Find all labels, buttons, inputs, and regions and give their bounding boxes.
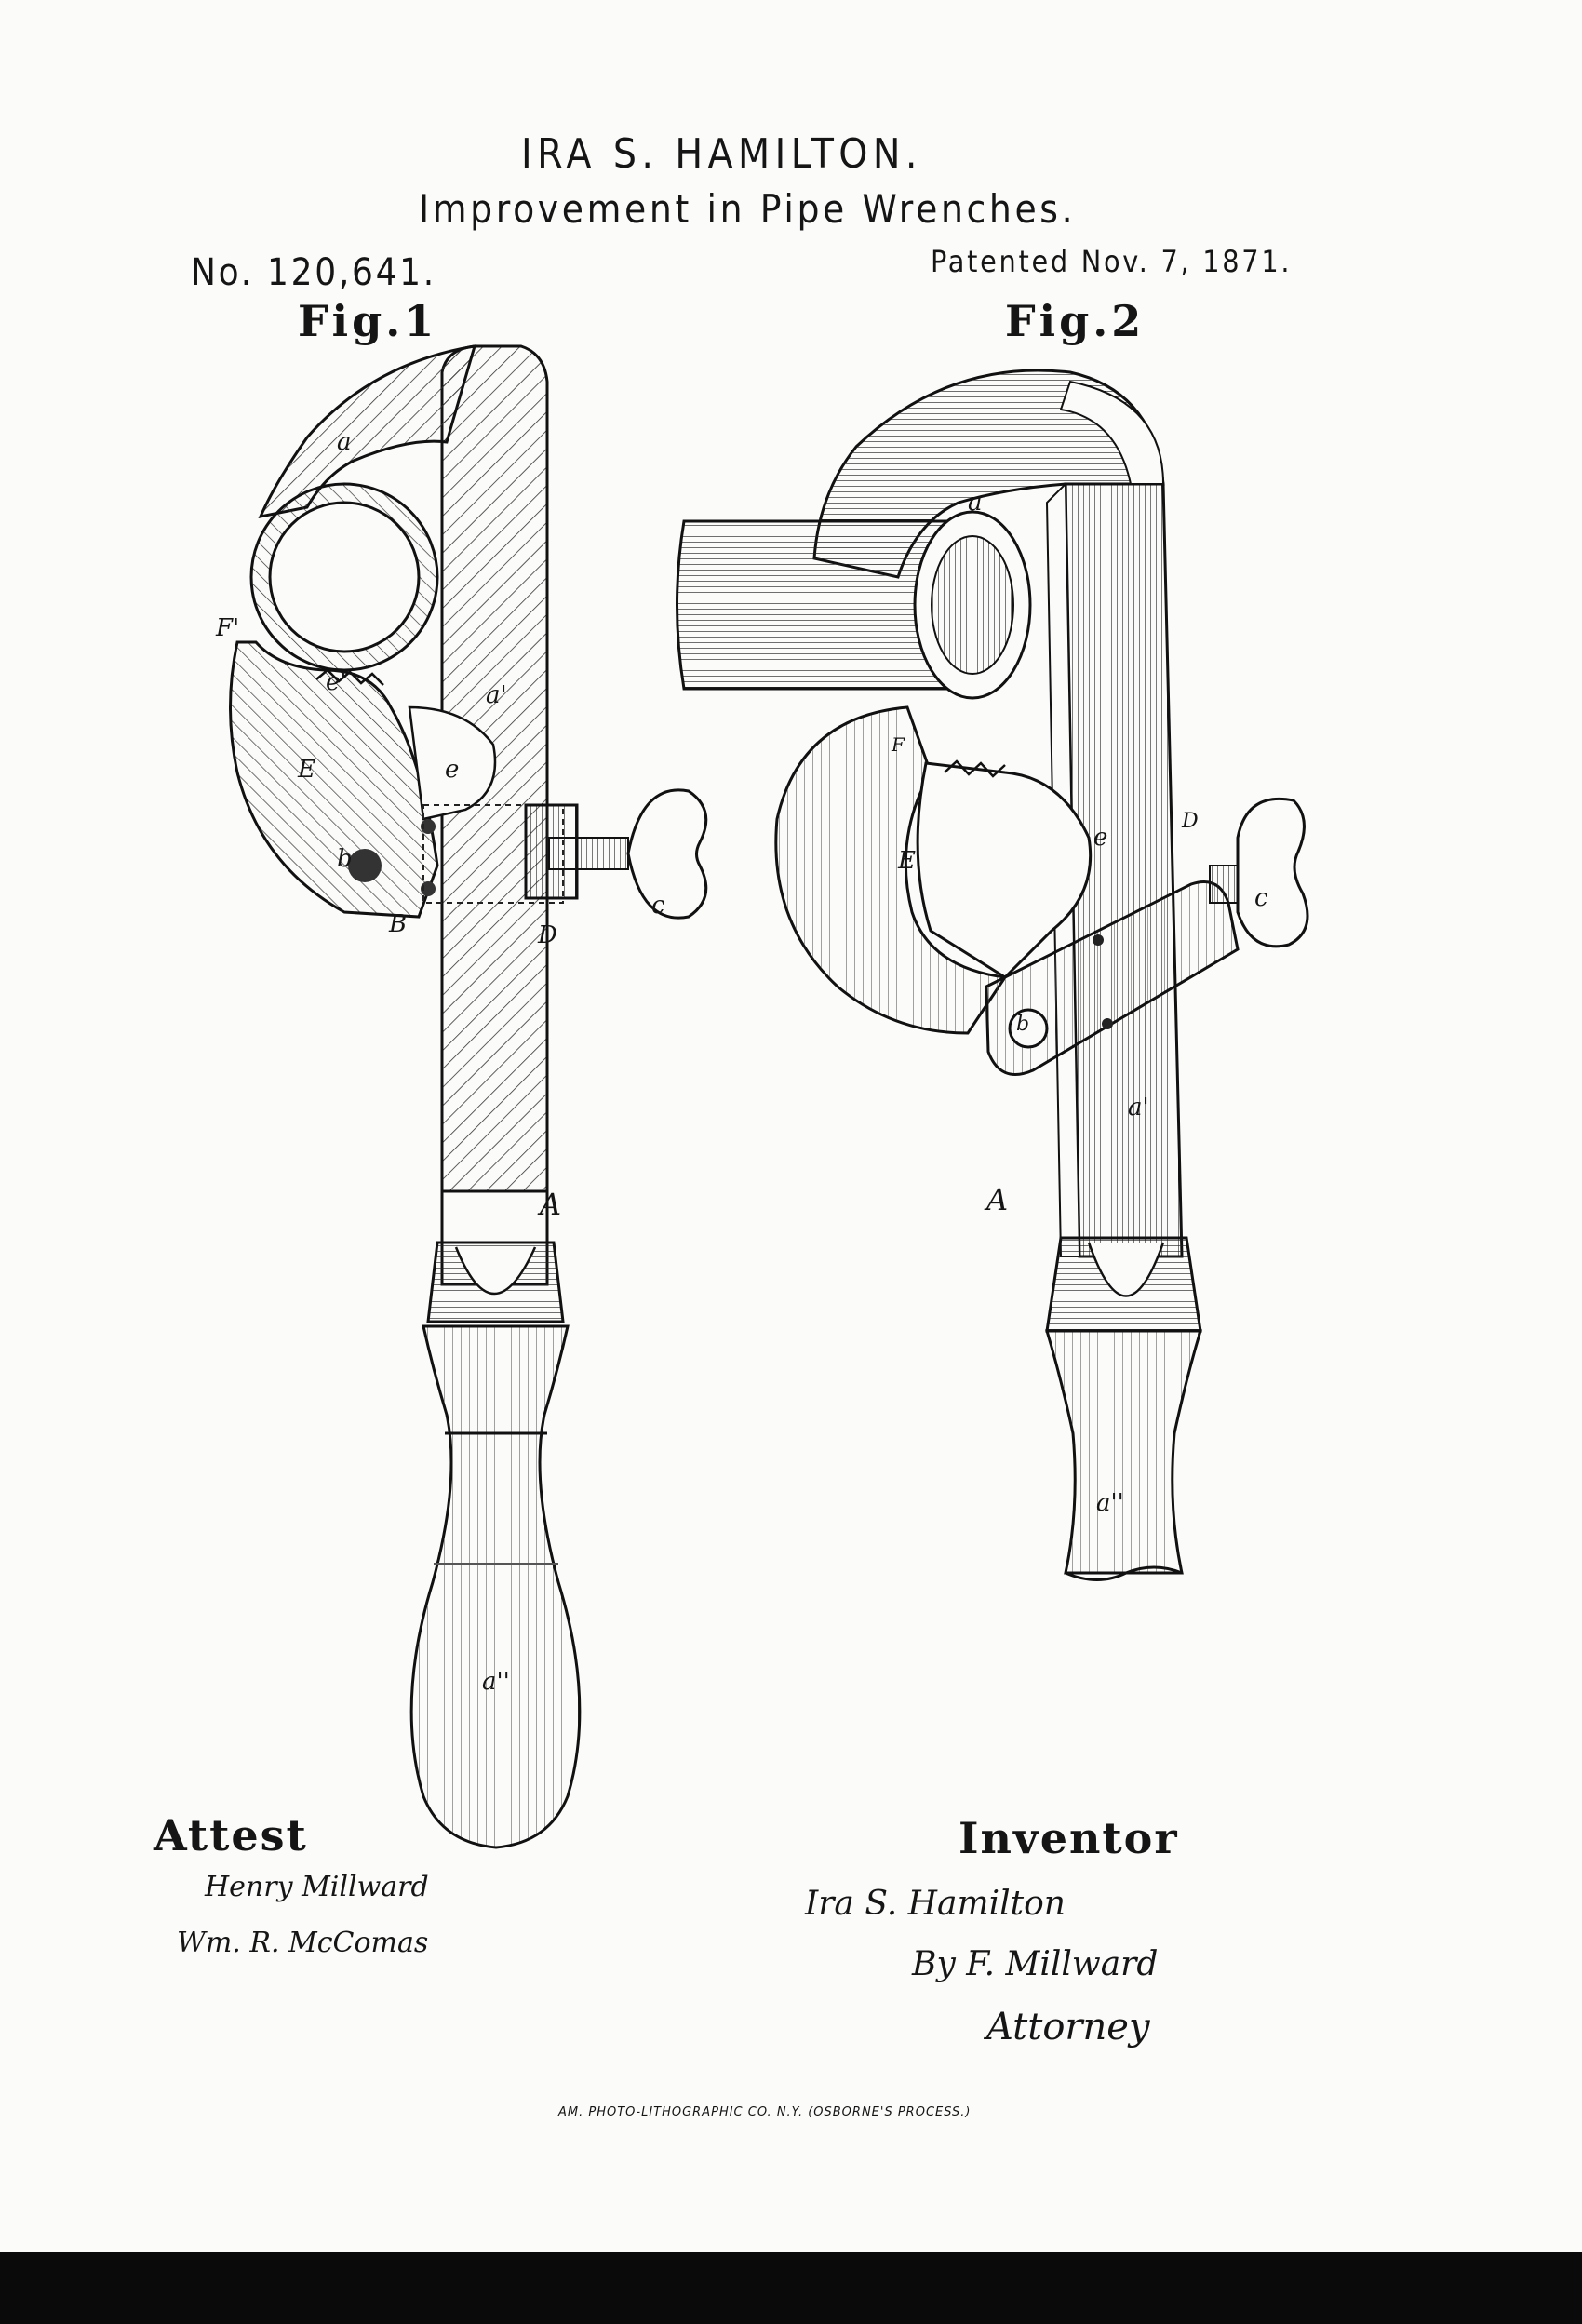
fig2-teeth [944,759,1006,778]
fig1-ref: b [337,845,353,873]
patent-title: Improvement in Pipe Wrenches. [419,186,1077,232]
fig1-thumb-screw [626,788,708,920]
fig2-label: Fig.2 [1005,296,1146,346]
fig1-ref: c [651,892,665,920]
fig1-ref: e [445,756,460,784]
fig2-ref: a'' [1096,1489,1124,1517]
fig1-pawl [408,705,497,821]
attorney-line: Attorney [986,2006,1150,2049]
fig1-pivot-b [348,849,382,882]
fig1-drawing [229,344,708,1849]
fig1-upper-jaw [258,344,477,519]
inventor-name: IRA S. HAMILTON. [521,130,922,178]
fig2-pivot-b [1008,1008,1049,1049]
fig1-handle [409,1324,582,1849]
witness-signature-1: Henry Millward [205,1871,429,1903]
attorney-by-line: By F. Millward [912,1945,1159,1983]
fig2-ref: a' [1128,1094,1149,1122]
fig2-ref: c [1254,884,1268,912]
attest-label: Attest [154,1810,308,1861]
fig1-ref: a' [486,681,507,709]
fig2-ref: A [986,1182,1009,1217]
fig2-ref: b [1016,1013,1030,1036]
fig1-pipe-bore [268,501,421,653]
inventor-label: Inventor [959,1813,1179,1863]
fig1-ref: E [298,756,315,784]
fig2-lower-jaw [774,705,1008,1035]
fig1-teeth [315,668,384,686]
fig2-handle [1044,1329,1203,1575]
witness-signature-2: Wm. R. McComas [177,1927,429,1959]
fig1-ferrule-tip [454,1246,537,1296]
scan-border [0,2252,1582,2324]
fig2-ref: e [1093,824,1108,852]
fig1-ref: D [538,921,557,949]
fig1-ref: e' [326,668,347,696]
fig1-screw [548,837,629,870]
fig2-jaw-face [916,761,1093,979]
fig2-drawing [676,369,1309,1581]
patent-date: Patented Nov. 7, 1871. [931,244,1293,279]
fig2-pipe [676,519,970,691]
fig2-pipe-bore [931,535,1014,675]
fig2-ref: F [892,733,905,756]
fig1-ref: a [337,428,352,456]
fig1-label: Fig.1 [298,296,438,346]
fig2-ref: E [898,847,916,875]
fig2-thumb-screw [1236,797,1309,948]
fig1-pin-1 [421,819,436,834]
fig1-ref: A [540,1187,562,1222]
patent-number: No. 120,641. [191,251,436,294]
fig2-strap [985,880,1240,1076]
fig2-ref: a [968,489,983,517]
printer-imprint: AM. PHOTO-LITHOGRAPHIC CO. N.Y. (OSBORNE… [558,2105,972,2119]
fig1-ref: B [389,910,408,938]
fig1-ref: F' [216,614,240,642]
fig1-ref: a'' [482,1668,510,1696]
fig2-ref: D [1182,810,1199,833]
inventor-signature: Ira S. Hamilton [805,1885,1066,1923]
